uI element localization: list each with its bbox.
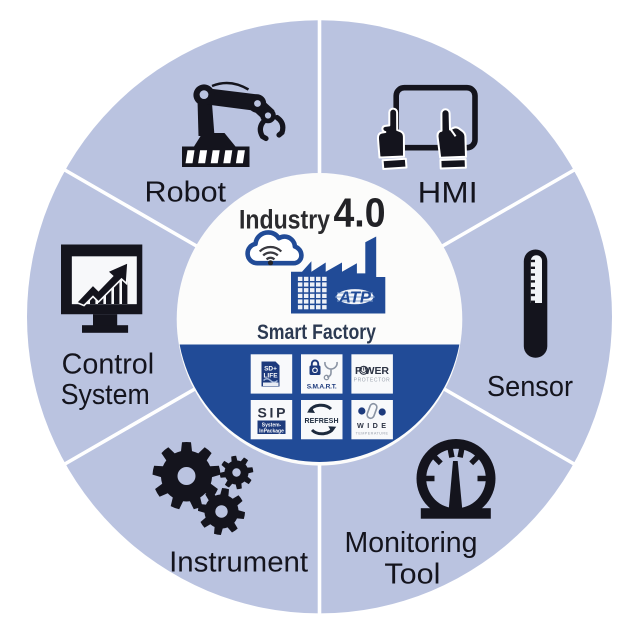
svg-text:Sensor: Sensor — [487, 371, 573, 403]
svg-text:ATP: ATP — [338, 289, 372, 306]
svg-text:4.0: 4.0 — [334, 190, 386, 236]
svg-text:Smart Factory: Smart Factory — [257, 320, 376, 344]
svg-text:PROTECTOR: PROTECTOR — [354, 378, 391, 384]
svg-text:InPackage: InPackage — [259, 429, 284, 435]
svg-text:WIDE: WIDE — [357, 421, 387, 430]
svg-text:System: System — [61, 379, 150, 411]
svg-text:Monitoring: Monitoring — [345, 527, 478, 559]
svg-text:REFRESH: REFRESH — [305, 418, 339, 425]
svg-text:LIFE: LIFE — [263, 373, 278, 380]
svg-text:System-: System- — [262, 423, 282, 429]
svg-text:Instrument: Instrument — [169, 547, 308, 579]
svg-text:Tool: Tool — [384, 558, 440, 590]
svg-text:S.M.A.R.T.: S.M.A.R.T. — [307, 384, 337, 391]
svg-text:Industry: Industry — [239, 203, 330, 234]
svg-text:SIP: SIP — [258, 405, 286, 421]
svg-text:TEMPERATURE: TEMPERATURE — [356, 432, 389, 436]
svg-text:SD+: SD+ — [264, 366, 277, 373]
svg-text:Robot: Robot — [145, 177, 227, 209]
svg-text:HMI: HMI — [418, 177, 478, 210]
svg-text:Control: Control — [62, 349, 154, 381]
